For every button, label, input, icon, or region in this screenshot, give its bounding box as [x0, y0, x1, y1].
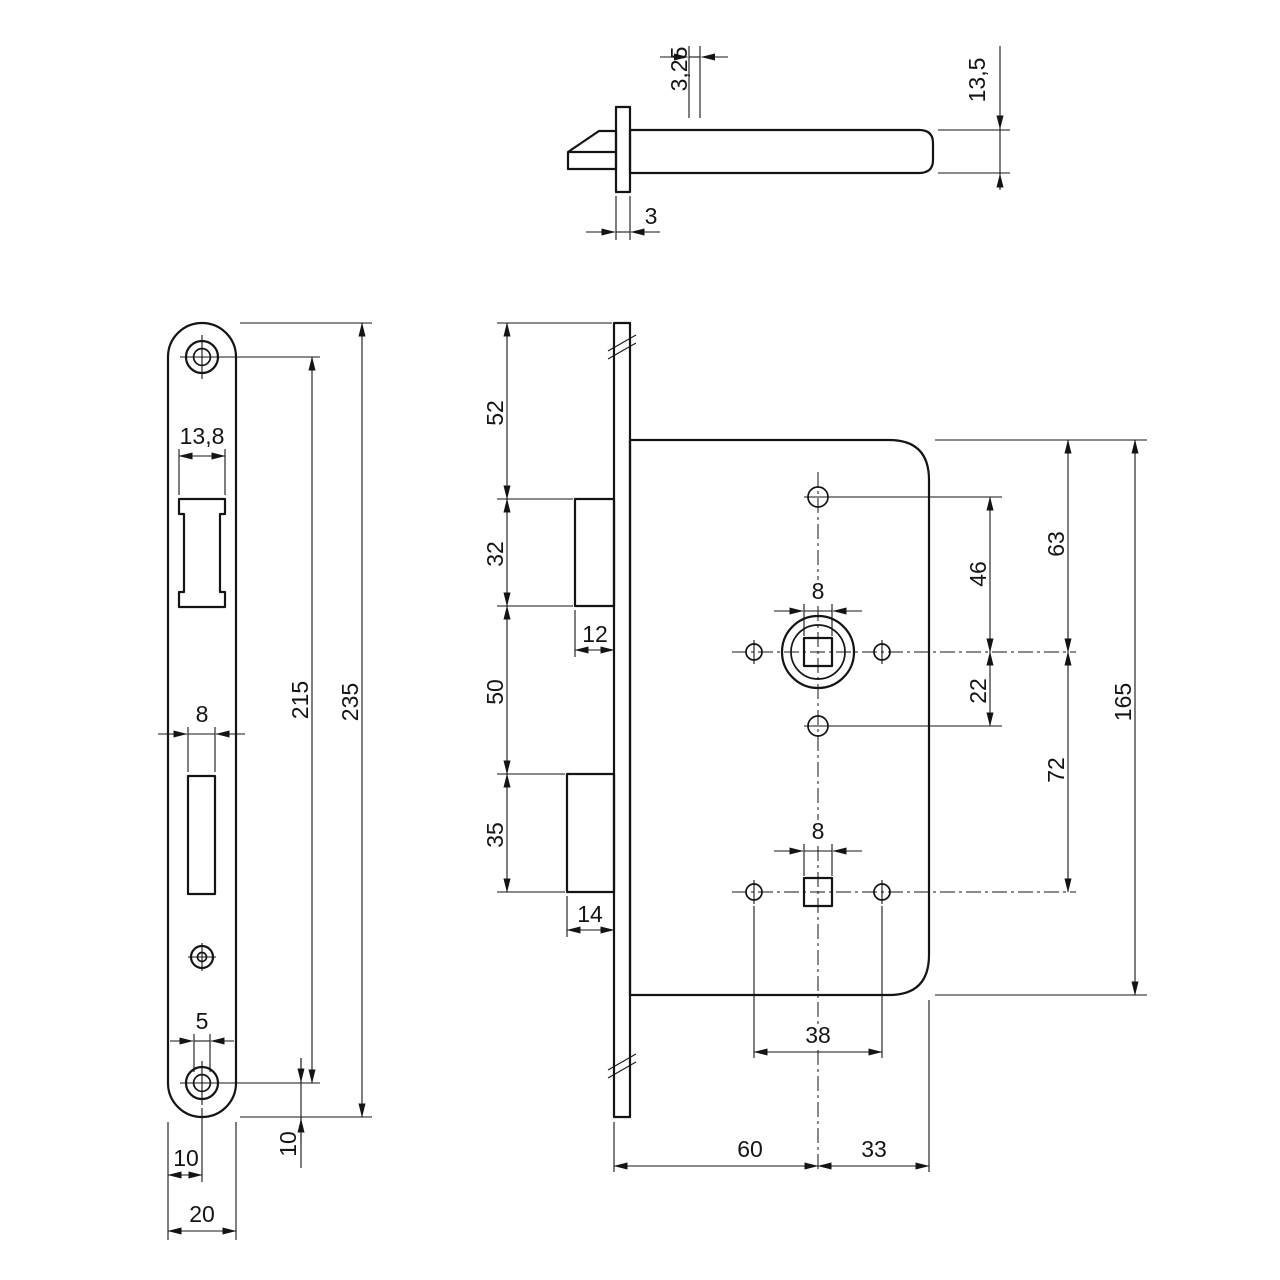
extension-lines [803, 604, 833, 636]
latch-bolt-side [573, 497, 616, 608]
dim-spindle-square-upper: 8 [774, 578, 862, 636]
view-lock-case: 8 8 52 32 50 35 12 14 [482, 321, 1147, 1172]
dim-top-to-spindle-label: 63 [1043, 531, 1069, 557]
dim-hole-centers-label: 215 [287, 681, 313, 719]
upper-fixing-hole-ticks [753, 640, 883, 664]
dim-fixing-holes: 38 [753, 906, 883, 1058]
dim-latch-to-bolt-label: 50 [482, 679, 508, 705]
dim-hole-to-end: 10 [275, 1058, 305, 1168]
dim-latch-protrusion: 12 [574, 610, 615, 657]
dim-spindle-square-lower-label: 8 [812, 818, 825, 844]
bottom-screw-hole-crosshair [180, 1061, 224, 1105]
dim-hole-to-end-label: 10 [275, 1131, 301, 1157]
dim-width-label: 20 [189, 1201, 215, 1227]
lower-fixing-hole-ticks [753, 880, 883, 904]
dim-hole-to-edge: 10 [167, 1108, 237, 1240]
dim-latch-cutout: 13,8 [178, 423, 226, 495]
extension-lines [803, 844, 833, 876]
lock-case-outline [628, 438, 931, 997]
latch-head-bevel [566, 129, 618, 171]
dim-bolt-protrusion-label: 14 [577, 901, 603, 927]
dim-backset-label: 60 [737, 1136, 763, 1162]
dim-plate-thickness: 3 [586, 196, 660, 240]
dim-length: 235 [240, 322, 372, 1118]
view-latch-profile: 3,25 13,5 3 [566, 46, 1010, 240]
dim-chain-inner-right: 46 22 [830, 496, 1002, 727]
extension-lines [222, 356, 320, 1084]
dim-bolt-cutout: 8 [158, 701, 245, 772]
dim-spindle-to-bottom-hole-label: 22 [965, 678, 991, 704]
dim-bolt-height-label: 35 [482, 822, 508, 848]
upper-spindle-rose [780, 614, 856, 690]
dim-latch-cutout-label: 13,8 [180, 423, 225, 449]
dim-hole-to-edge-label: 10 [173, 1145, 199, 1171]
dim-latch-width-label: 13,5 [964, 58, 990, 103]
deadbolt-cutout [186, 774, 217, 896]
extension-lines [497, 322, 612, 893]
dim-hole-centers: 215 [222, 356, 320, 1084]
lower-spindle-square [802, 876, 834, 908]
extension-lines [688, 46, 701, 118]
faceplate-edge-view [612, 321, 632, 1119]
dim-latch-protrusion-label: 12 [582, 621, 608, 647]
break-marks [607, 334, 637, 1079]
dim-case-height-label: 165 [1110, 683, 1136, 721]
extension-lines [193, 1034, 211, 1072]
dim-tip-offset: 3,25 [660, 46, 728, 118]
upper-spindle-bore [790, 624, 846, 680]
dim-bolt-protrusion: 14 [566, 896, 615, 937]
upper-spindle-square [802, 636, 834, 668]
dim-width: 20 [167, 1201, 237, 1235]
extension-lines [938, 129, 1010, 174]
dim-spindle-square-upper-label: 8 [812, 578, 825, 604]
dim-spindle-to-top-hole-label: 46 [965, 561, 991, 587]
extension-lines [753, 906, 883, 1058]
extension-lines [167, 1108, 237, 1240]
latch-cutout [177, 497, 227, 609]
extension-lines [830, 496, 1002, 727]
top-screw-hole-crosshair [180, 335, 224, 379]
mid-hole-crosshair [188, 943, 216, 971]
dim-chain-outer-right: 63 72 165 [935, 439, 1147, 996]
dim-spindle-centers-label: 72 [1043, 757, 1069, 783]
dim-backset-row: 60 33 [613, 1000, 930, 1172]
extension-lines [615, 196, 631, 240]
dim-top-to-latch-label: 52 [482, 400, 508, 426]
faceplate-edge-profile [614, 105, 632, 194]
dim-fixing-holes-label: 38 [805, 1022, 831, 1048]
dim-chain-left: 52 32 50 35 [482, 322, 612, 893]
extension-lines [935, 439, 1147, 996]
dim-screw-hole-label: 5 [196, 1008, 209, 1034]
dim-latch-height-label: 32 [482, 541, 508, 567]
dim-tip-offset-label: 3,25 [666, 47, 692, 92]
dim-latch-width: 13,5 [938, 46, 1010, 190]
dim-plate-thickness-label: 3 [645, 203, 658, 229]
dim-length-label: 235 [337, 683, 363, 721]
view-faceplate-front: 13,8 8 5 215 [158, 321, 372, 1240]
dim-bolt-cutout-label: 8 [196, 701, 209, 727]
deadbolt-side [565, 772, 616, 894]
dim-spindle-square-lower: 8 [774, 818, 862, 876]
dim-spindle-to-back-label: 33 [861, 1136, 887, 1162]
extension-lines [240, 322, 372, 1118]
latch-shaft-profile [628, 128, 935, 175]
dim-screw-hole: 5 [170, 1008, 234, 1072]
